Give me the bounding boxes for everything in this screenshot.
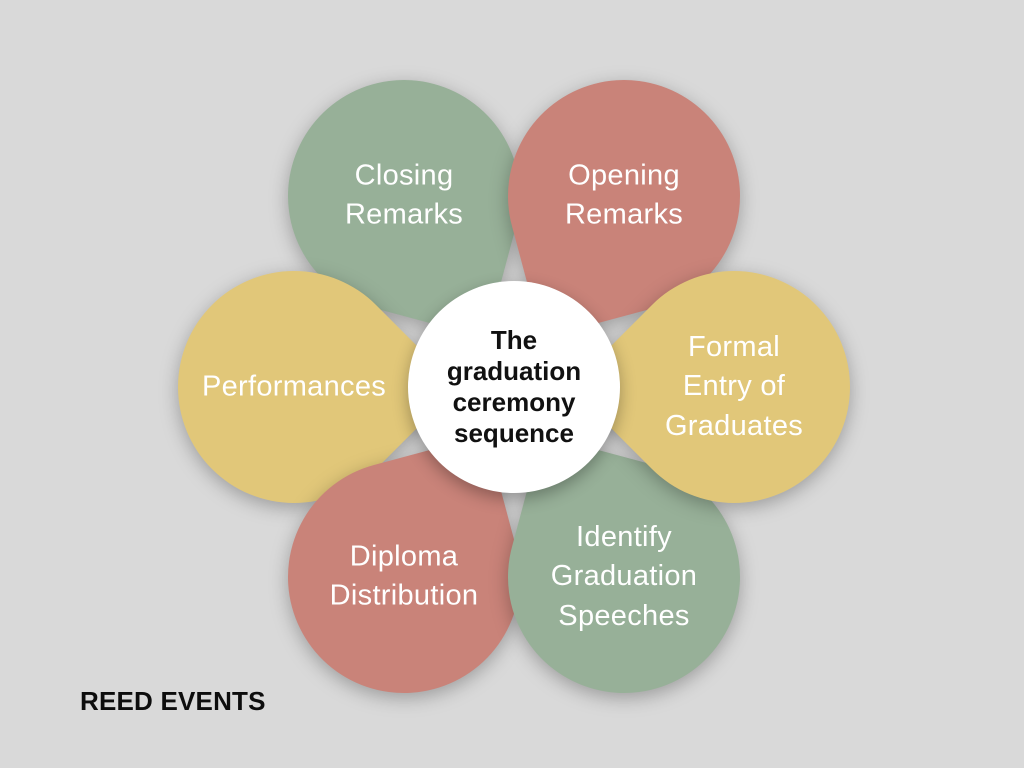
petal-closing-remarks: Closing Remarks (261, 53, 547, 339)
petal-label-performances: Performances (201, 370, 387, 403)
petal-formal-entry-of-graduates: Formal Entry of Graduates (569, 222, 899, 552)
petal-diploma-distribution: Diploma Distribution (261, 434, 547, 720)
diagram-center-circle: The graduation ceremony sequence (408, 281, 620, 493)
petal-label-diploma-distribution: Diploma Distribution (329, 540, 479, 612)
brand-logo: REED EVENTS (80, 686, 266, 716)
petal-label-opening-remarks: Opening Remarks (564, 159, 684, 231)
petal-opening-remarks: Opening Remarks (481, 53, 767, 339)
petal-label-identify-graduation-speeches: Identify Graduation Speeches (550, 520, 698, 632)
diagram-title: The graduation ceremony sequence (446, 324, 582, 449)
petal-performances: Performances (129, 222, 459, 552)
petal-label-formal-entry-of-graduates: Formal Entry of Graduates (664, 330, 804, 442)
petal-identify-graduation-speeches: Identify Graduation Speeches (481, 434, 767, 720)
petal-label-closing-remarks: Closing Remarks (344, 159, 464, 231)
